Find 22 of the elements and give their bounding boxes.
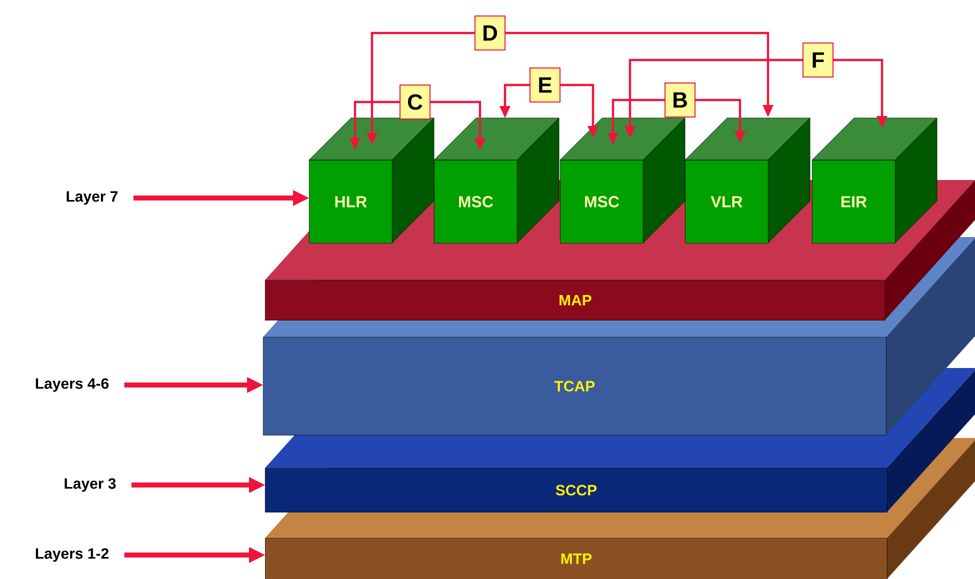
- connector-arrow: [350, 100, 486, 150]
- layer-label: Layer 7: [66, 191, 118, 205]
- connector-arrow: [608, 98, 746, 145]
- edge-label: E: [530, 68, 560, 102]
- cube: MSC: [560, 118, 686, 244]
- cube: EIR: [812, 118, 938, 244]
- layer-label: Layer 3: [64, 478, 116, 492]
- cube: HLR: [308, 118, 434, 244]
- arrow: [124, 377, 263, 393]
- edge-label: F: [802, 42, 834, 78]
- cube: VLR: [684, 118, 810, 244]
- connector-arrow: [366, 32, 774, 145]
- layer-label: Layers 1-2: [36, 548, 108, 562]
- cube: MSC: [434, 118, 560, 244]
- edge-label: C: [400, 84, 430, 120]
- connector-arrow: [624, 58, 888, 138]
- layer-label: Layers 4-6: [36, 378, 109, 392]
- arrow: [124, 547, 265, 563]
- edge-label: D: [474, 16, 506, 50]
- arrow: [133, 190, 309, 206]
- arrow: [131, 477, 265, 493]
- edge-label: B: [664, 82, 696, 118]
